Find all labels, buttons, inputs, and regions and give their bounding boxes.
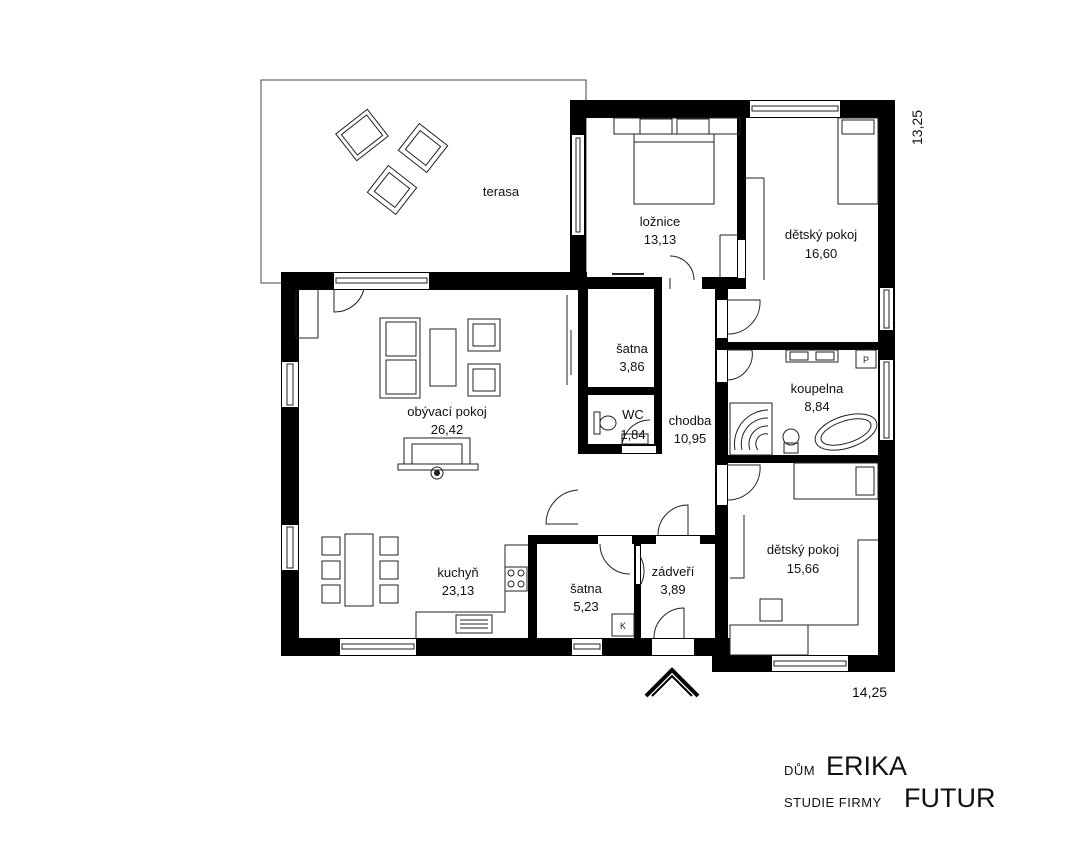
armchair — [467, 363, 501, 397]
back-entry-name: zádveří — [652, 564, 695, 579]
boiler-mark: P — [863, 355, 869, 365]
studio-prefix: STUDIE FIRMY — [784, 795, 882, 810]
kitchen-name: kuchyň — [437, 565, 478, 580]
closet-bottom-name: šatna — [570, 581, 603, 596]
armchair — [467, 318, 501, 352]
kitchen-area: 23,13 — [442, 583, 475, 598]
wc-area: 1,84 — [620, 427, 645, 442]
double-bed — [613, 117, 741, 205]
closet-top-area: 3,86 — [619, 359, 644, 374]
back-entry-area: 3,89 — [660, 582, 685, 597]
bathroom-name: koupelna — [791, 381, 845, 396]
fireplace — [397, 437, 479, 480]
dimension-width: 14,25 — [852, 684, 887, 700]
armchair — [397, 122, 449, 174]
boiler-box — [611, 613, 635, 637]
coffee-table — [429, 328, 457, 387]
armchair — [366, 164, 418, 216]
kids-room-top-area: 16,60 — [805, 246, 838, 261]
house-prefix: DŮM — [784, 763, 815, 778]
terrace — [260, 79, 587, 284]
hallway-area: 10,95 — [674, 431, 707, 446]
sofa — [379, 317, 421, 399]
living-room-area: 26,42 — [431, 422, 464, 437]
single-bed — [837, 117, 879, 205]
bathroom-fixtures — [729, 349, 878, 456]
wc-name: WC — [622, 407, 644, 422]
kids-room-bottom-area: 15,66 — [787, 561, 820, 576]
dimension-depth: 13,25 — [909, 110, 925, 145]
title-block: DŮM ERIKA STUDIE FIRMY FUTUR — [784, 751, 995, 813]
dining-table — [321, 533, 399, 607]
closet-bottom-area: 5,23 — [573, 599, 598, 614]
house-name: ERIKA — [826, 751, 907, 781]
studio-name: FUTUR — [904, 783, 995, 813]
kitchen-counter — [415, 544, 528, 638]
door-swings — [295, 177, 765, 639]
lounge-chair — [335, 108, 389, 162]
bedroom-area: 13,13 — [644, 232, 677, 247]
bedroom-name: ložnice — [640, 214, 680, 229]
openings — [282, 101, 893, 671]
closet-top-name: šatna — [616, 341, 649, 356]
living-room-name: obývací pokoj — [407, 404, 487, 419]
kids-room-top-name: dětský pokoj — [785, 227, 857, 242]
hallway-name: chodba — [669, 413, 712, 428]
kids-room-bottom-name: dětský pokoj — [767, 542, 839, 557]
kids-room-furniture — [729, 462, 879, 656]
terrace-name: terasa — [483, 184, 520, 199]
entrance-arrow-icon — [644, 667, 700, 698]
boiler-mark-2: K — [620, 621, 626, 631]
bathroom-area: 8,84 — [804, 399, 829, 414]
toilet — [593, 411, 649, 445]
